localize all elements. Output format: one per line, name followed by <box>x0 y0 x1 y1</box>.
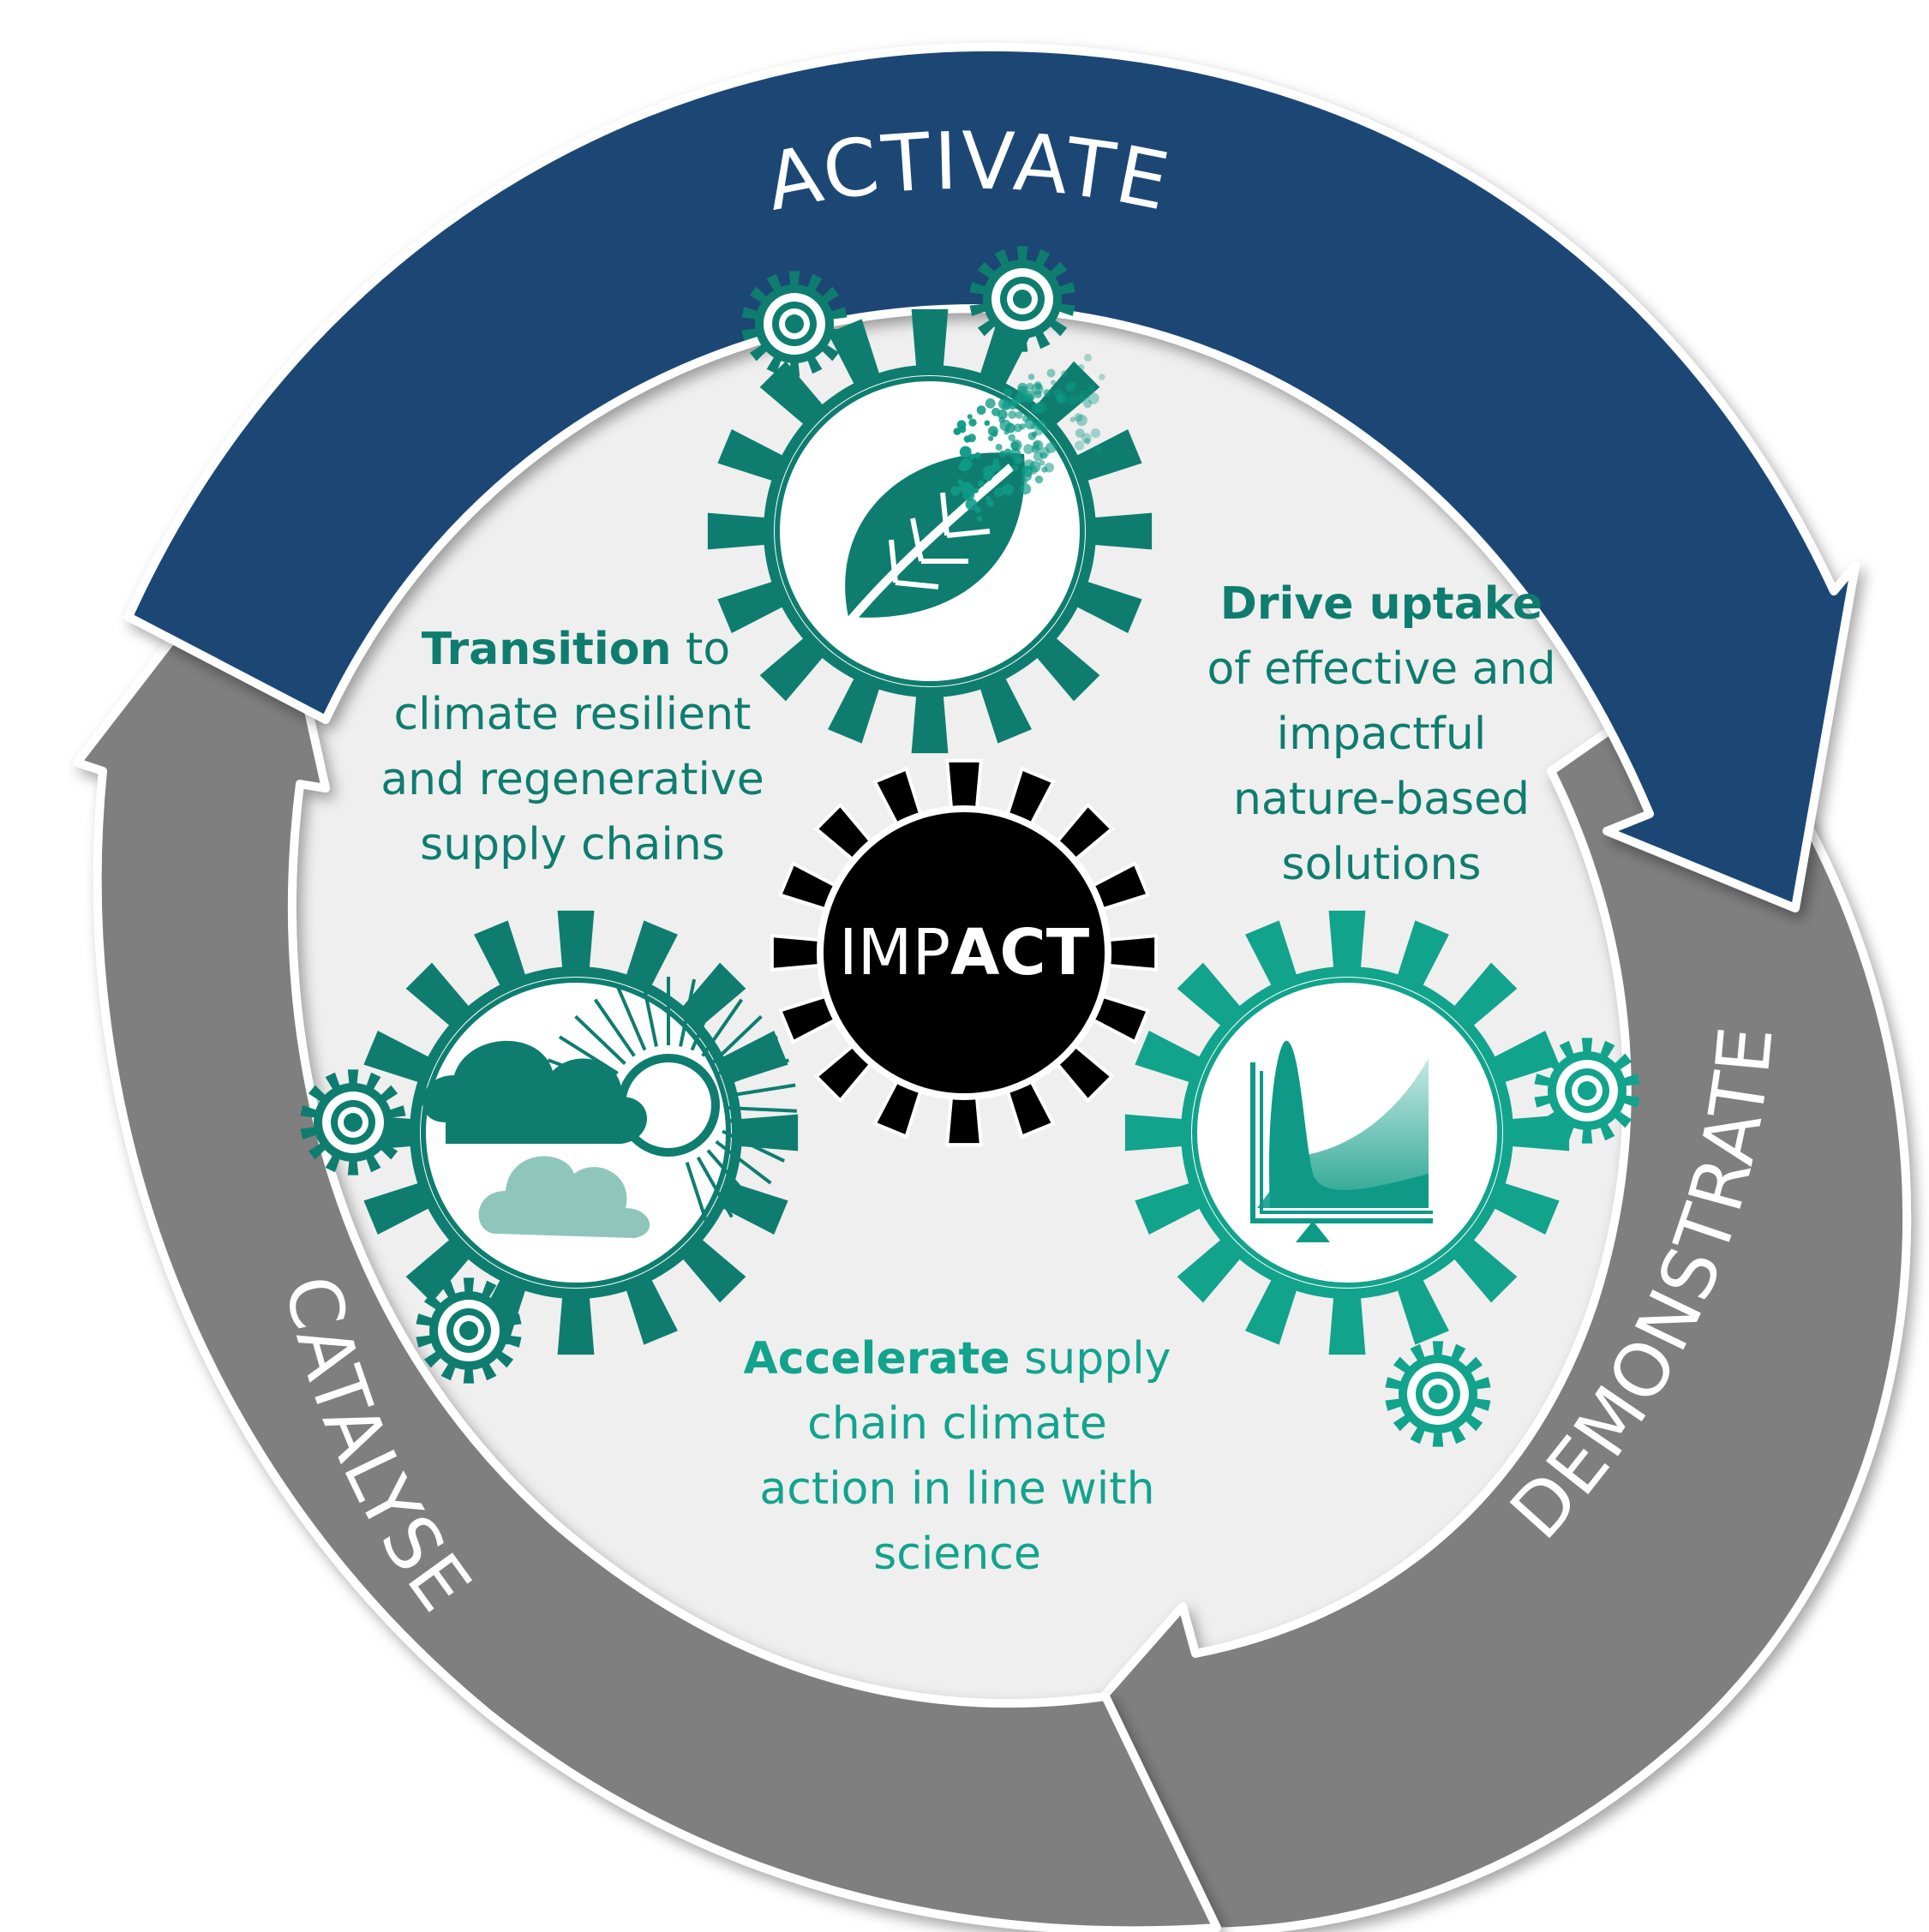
center-gear <box>770 758 1159 1147</box>
drive-line-3: impactful <box>1277 709 1487 760</box>
transition-statement: Transition to climate resilient and rege… <box>380 624 764 870</box>
right-gear <box>1124 910 1570 1355</box>
small-gear-left-upper <box>300 1069 406 1175</box>
accelerate-line-4: science <box>873 1528 1041 1580</box>
accelerate-line-3: action in line with <box>759 1463 1154 1515</box>
transition-line-3: and regenerative <box>380 754 764 805</box>
small-gear-right-upper <box>1534 1038 1640 1144</box>
small-gear-right-lower <box>1385 1341 1491 1447</box>
transition-line-1: Transition to <box>422 624 730 675</box>
accelerate-line-1: Accelerate supply <box>744 1333 1171 1385</box>
catalyse-arrow <box>73 514 1221 1932</box>
demonstrate-arrow <box>960 662 1912 1932</box>
small-gear-top-right <box>969 246 1075 352</box>
distribution-chart-icon <box>1250 1040 1433 1242</box>
accelerate-line-2: chain climate <box>807 1398 1107 1450</box>
small-gear-left-lower <box>416 1277 522 1384</box>
accelerate-statement: Accelerate supply chain climate action i… <box>744 1333 1171 1580</box>
drive-line-4: nature-based <box>1233 774 1530 825</box>
leaf-icon <box>832 353 1105 642</box>
transition-line-4: supply chains <box>420 819 725 870</box>
cloud-sun-icon <box>422 977 797 1238</box>
drive-uptake-statement: Drive uptake of effective and impactful … <box>1207 578 1555 890</box>
drive-line-2: of effective and <box>1207 643 1555 695</box>
small-gear-top-left <box>741 271 848 377</box>
drive-line-1: Drive uptake <box>1220 578 1543 630</box>
impact-label: IMPACT <box>839 916 1090 990</box>
transition-line-2: climate resilient <box>394 689 752 740</box>
drive-line-5: solutions <box>1281 839 1481 890</box>
